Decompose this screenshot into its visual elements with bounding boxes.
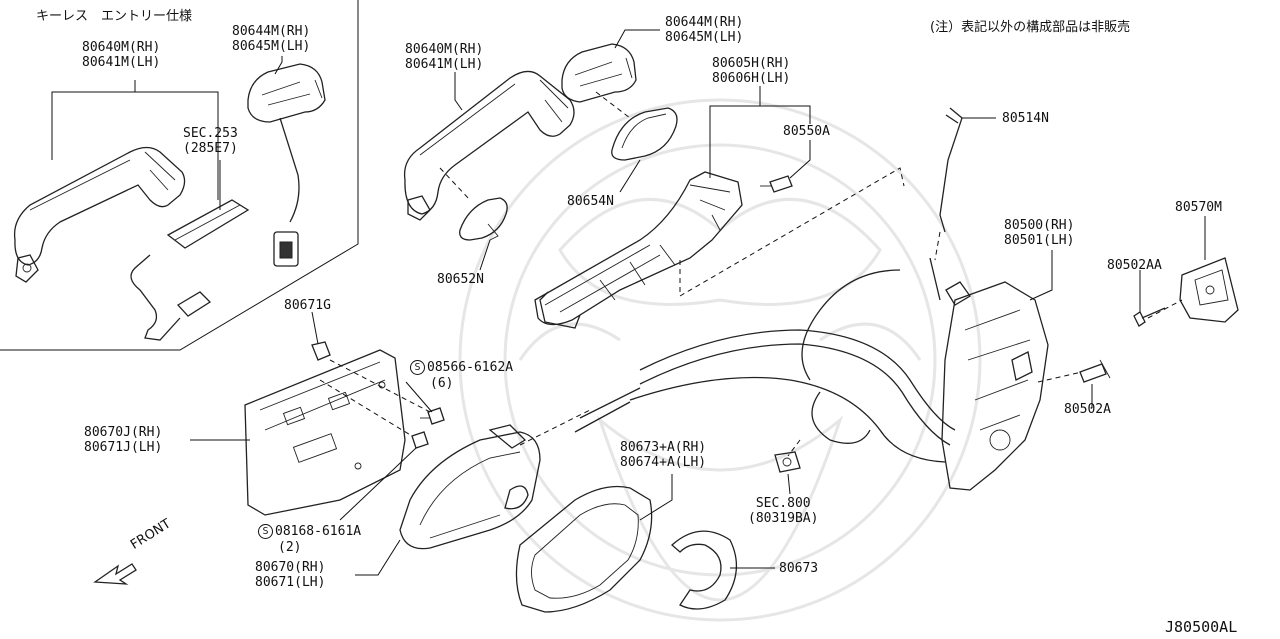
sec800-ref: SEC.800: [755, 496, 811, 511]
cables: [574, 269, 956, 463]
bolt-80502A: [1079, 359, 1111, 383]
label-handle-cap: 80644M(RH) 80645M(LH): [665, 15, 743, 45]
part-screw-s1-qty: (6): [430, 376, 454, 391]
inset-sec-ref-sub: (285E7): [183, 141, 238, 156]
dashed-guides: [319, 91, 1183, 457]
part-screw-s2-qty: (2): [278, 540, 302, 555]
inset-cap-label: 80644M(RH) 80645M(LH): [232, 24, 310, 54]
outside-handle: [403, 70, 575, 221]
screw-80550A: [760, 175, 793, 193]
inset-title: キーレス エントリー仕様: [36, 9, 193, 24]
part-bracket-lh: 80606H(LH): [712, 71, 791, 86]
part-screw-s2: 08168-6161A: [275, 524, 362, 539]
part-lock-lh: 80501(LH): [1004, 233, 1075, 248]
part-cover: 80673: [779, 561, 819, 576]
part-gasket-rear: 80654N: [567, 194, 614, 209]
part-handle-rh: 80640M(RH): [405, 42, 484, 57]
gasket-rear: [611, 107, 678, 161]
part-cap-lh: 80645M(LH): [665, 30, 744, 45]
part-gasket-front: 80652N: [437, 272, 484, 287]
part-escutcheon-rh: 80673+A(RH): [620, 440, 707, 455]
part-clip: 80671G: [284, 298, 331, 313]
inset-handle-rh: 80640M(RH): [82, 40, 161, 55]
part-inner-lh: 80671(LH): [255, 575, 326, 590]
cover-80673: [671, 530, 738, 610]
part-escutcheon-lh: 80674+A(LH): [620, 455, 707, 470]
gasket-front: [459, 197, 508, 241]
inside-handle: [399, 424, 541, 550]
inset-sec-ref-main: SEC.253: [183, 126, 238, 141]
sec800-sub: (80319BA): [748, 511, 819, 526]
inset-frame: [0, 0, 359, 351]
diagram-code: J80500AL: [1165, 618, 1238, 636]
part-bolt-80502A: 80502A: [1064, 402, 1111, 417]
inset-cap-lh: 80645M(LH): [232, 39, 311, 54]
s-symbol-icon: S: [258, 524, 273, 539]
part-bolt-80502AA: 80502AA: [1107, 258, 1162, 273]
inset-sec-ref: SEC.253 (285E7): [183, 126, 238, 156]
door-lock-actuator: [941, 281, 1049, 491]
rod-80514N: [929, 107, 963, 301]
handle-bracket: [534, 171, 743, 329]
part-plate-rh: 80670J(RH): [84, 425, 163, 440]
part-lock-rh: 80500(RH): [1004, 218, 1075, 233]
inset-cap-rh: 80644M(RH): [232, 24, 311, 39]
part-screw-80550A: 80550A: [783, 124, 830, 139]
part-cap-rh: 80644M(RH): [665, 15, 744, 30]
striker-80570M: [1179, 257, 1239, 323]
part-handle-lh: 80641M(LH): [405, 57, 484, 72]
part-bracket-rh: 80605H(RH): [712, 56, 791, 71]
part-screw-s1: 08566-6162A: [427, 360, 514, 375]
clip-80671G: [311, 341, 331, 361]
screw-s2: [411, 431, 429, 449]
leader-lines: [51, 29, 1206, 576]
label-inside-handle: 80670(RH) 80671(LH): [255, 560, 325, 590]
cable-clip: [774, 451, 801, 473]
inset-outside-handle: [13, 146, 186, 283]
handle-cap: [561, 43, 637, 103]
label-lock: 80500(RH) 80501(LH): [1004, 218, 1074, 248]
escutcheon: [515, 485, 653, 613]
label-outside-handle: 80640M(RH) 80641M(LH): [405, 42, 483, 72]
label-bracket: 80605H(RH) 80606H(LH): [712, 56, 790, 86]
label-sec800: SEC.800 (80319BA): [748, 496, 818, 526]
note-text: (注）表記以外の構成部品は非販売: [930, 20, 1131, 35]
inner-plate: [244, 349, 406, 516]
inset-handle-label: 80640M(RH) 80641M(LH): [82, 40, 160, 70]
bolt-80502AA: [1133, 307, 1166, 327]
part-plate-lh: 80671J(LH): [84, 440, 163, 455]
label-plate: 80670J(RH) 80671J(LH): [84, 425, 162, 455]
part-striker: 80570M: [1175, 200, 1222, 215]
inset-handle-cap: [247, 63, 326, 267]
inset-antenna: [130, 199, 250, 341]
front-arrow-icon: [93, 563, 137, 585]
screw-s1: [420, 407, 445, 425]
s-symbol-icon: S: [410, 360, 425, 375]
inset-handle-lh: 80641M(LH): [82, 55, 161, 70]
label-escutcheon: 80673+A(RH) 80674+A(LH): [620, 440, 706, 470]
part-rod: 80514N: [1002, 111, 1049, 126]
part-inner-rh: 80670(RH): [255, 560, 326, 575]
